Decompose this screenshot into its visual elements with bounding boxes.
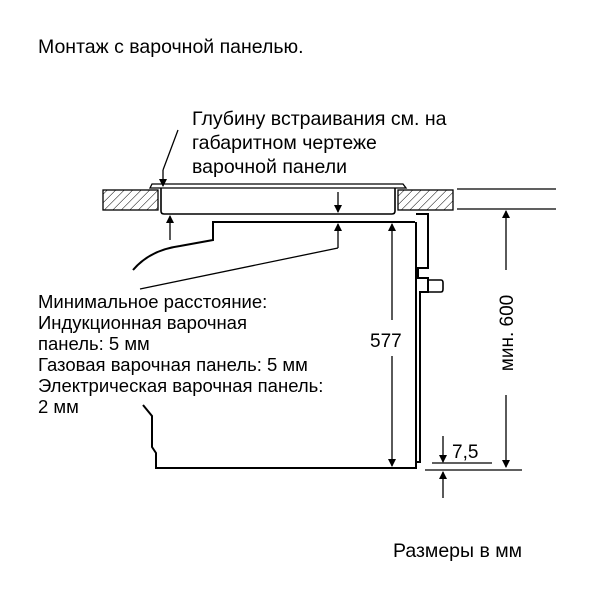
dimension-offset: 7,5 bbox=[452, 442, 478, 463]
countertop-left bbox=[102, 189, 159, 211]
min-distance-note: Минимальное расстояние: Индукционная вар… bbox=[38, 291, 323, 417]
note-line: Минимальное расстояние: bbox=[38, 291, 268, 312]
oven-body bbox=[132, 221, 415, 271]
note-line: 2 мм bbox=[38, 396, 79, 417]
depth-note-line: габаритном чертеже bbox=[192, 132, 377, 154]
countertop-right bbox=[397, 189, 454, 211]
depth-note: Глубину встраивания см. на габаритном че… bbox=[192, 107, 446, 179]
note-line: панель: 5 мм bbox=[38, 333, 150, 354]
dimension-577: 577 bbox=[370, 331, 402, 352]
note-line: Индукционная варочная bbox=[38, 312, 247, 333]
note-line: Электрическая варочная панель: bbox=[38, 375, 324, 396]
dimension-min-600: мин. 600 bbox=[497, 295, 518, 371]
note-line: Газовая варочная панель: 5 мм bbox=[38, 354, 308, 375]
depth-note-line: Глубину встраивания см. на bbox=[192, 108, 447, 130]
oven-door bbox=[416, 213, 429, 463]
door-handle bbox=[428, 279, 444, 293]
diagram-title: Монтаж с варочной панелью. bbox=[38, 36, 304, 58]
depth-note-line: варочной панели bbox=[192, 156, 347, 178]
hob bbox=[148, 183, 408, 189]
units-note: Размеры в мм bbox=[393, 540, 523, 562]
